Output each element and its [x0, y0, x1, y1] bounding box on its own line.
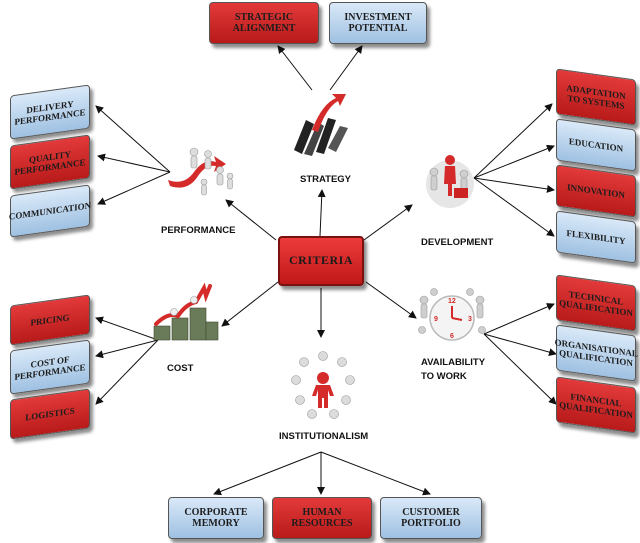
- availability-label-line1: AVAILABILITY: [418, 356, 489, 370]
- criteria-center-box: CRITERIA: [278, 236, 364, 286]
- clock-team-icon: 12 3 6 9: [418, 288, 486, 341]
- cost-label: COST: [164, 362, 197, 376]
- arrow-to-performance: [225, 199, 277, 241]
- strategic-alignment-box: STRATEGIC ALIGNMENT: [209, 2, 319, 44]
- investment-potential-box: INVESTMENT POTENTIAL: [329, 2, 427, 44]
- strategy-label: STRATEGY: [297, 173, 355, 187]
- arrow-to-pricing: [95, 316, 159, 341]
- performance-label: PERFORMANCE: [158, 224, 239, 238]
- arrow-to-communication: [97, 171, 171, 205]
- customer-portfolio-box: CUSTOMER PORTFOLIO: [380, 497, 482, 539]
- racing-figures-icon: [168, 147, 234, 196]
- arrow-to-strategic-alignment: [277, 45, 313, 91]
- human-resources-box: HUMAN RESOURCES: [272, 497, 372, 539]
- availability-label-line2: TO WORK: [418, 370, 470, 384]
- arrow-to-cost: [221, 281, 279, 327]
- arrow-to-organisational: [483, 333, 557, 356]
- arrow-to-strategy: [317, 189, 326, 237]
- arrow-to-technical: [483, 303, 555, 335]
- arrow-to-adaptation: [473, 103, 553, 179]
- arrow-to-quality: [97, 153, 171, 173]
- arrow-to-education: [473, 144, 555, 179]
- arrow-to-development: [363, 204, 413, 241]
- svg-text:3: 3: [468, 316, 472, 323]
- arrow-to-logistics: [95, 339, 159, 405]
- arrow-to-corporate-memory: [213, 451, 322, 496]
- svg-text:9: 9: [434, 316, 438, 323]
- arrow-to-innovation: [473, 177, 555, 193]
- svg-text:6: 6: [450, 333, 454, 340]
- figure-climbing-icon: [426, 155, 474, 208]
- arrow-to-customer-portfolio: [320, 451, 431, 496]
- leader-circle-icon: [291, 351, 355, 419]
- institutionalism-label: INSTITUTIONALISM: [276, 430, 372, 444]
- arrow-to-investment-potential: [329, 45, 363, 91]
- strategy-arrows-icon: [294, 94, 348, 156]
- svg-text:12: 12: [448, 298, 456, 305]
- arrow-to-flexibility: [473, 177, 555, 237]
- development-label: DEVELOPMENT: [418, 236, 497, 250]
- money-stacks-chart-icon: [153, 282, 219, 341]
- arrow-to-availability: [365, 281, 417, 319]
- arrow-to-financial: [483, 333, 557, 405]
- corporate-memory-box: CORPORATE MEMORY: [168, 497, 264, 539]
- arrow-to-cost-of-performance: [95, 339, 159, 359]
- arrow-to-delivery: [95, 105, 171, 173]
